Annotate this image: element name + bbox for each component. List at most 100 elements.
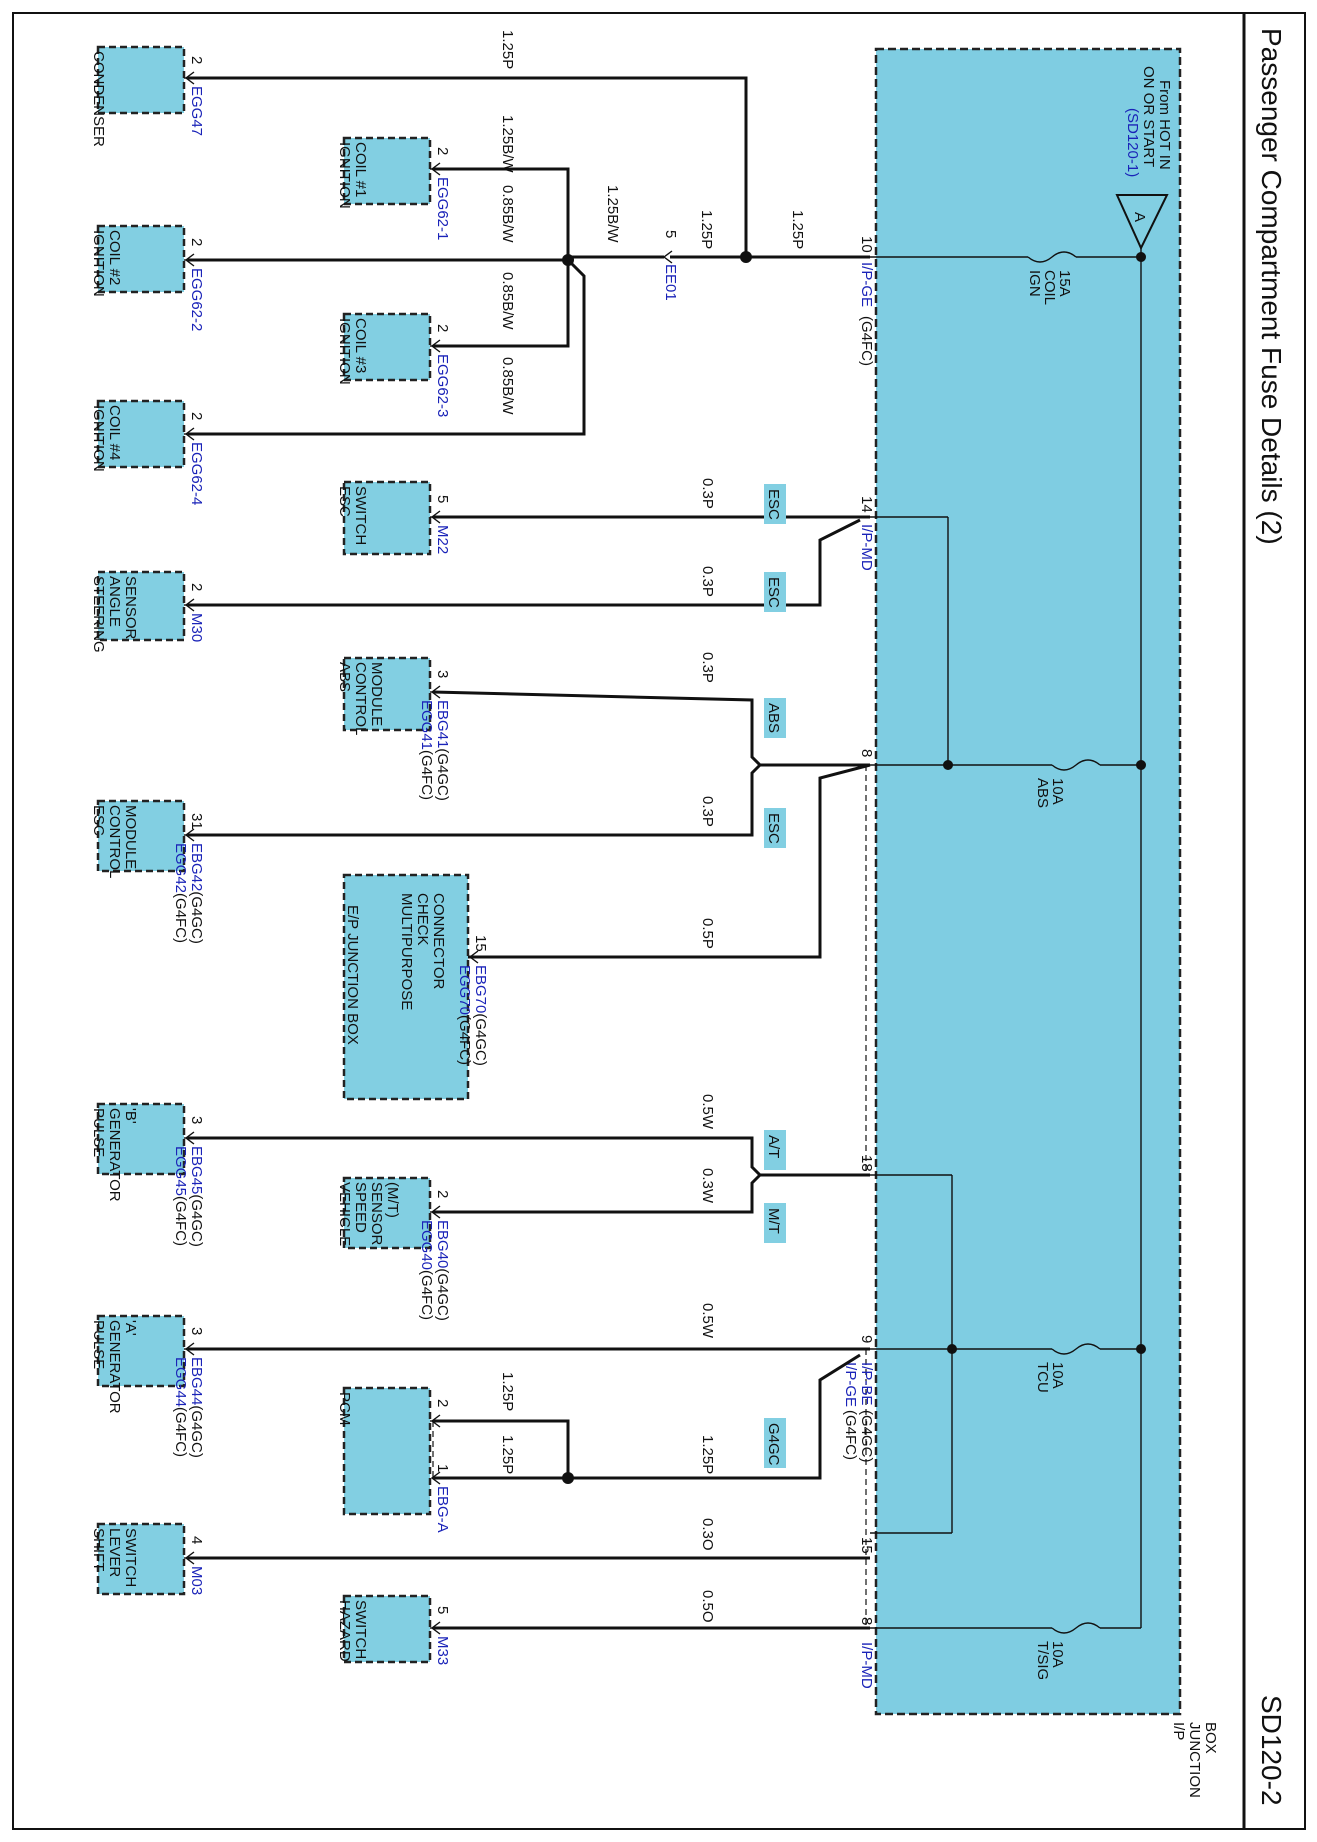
option-tag-bg: [764, 572, 786, 612]
component-name: IGNITIONCOIL #2: [90, 230, 123, 297]
component-name: PULSEGENERATOR'A': [90, 1320, 139, 1414]
option-tag: ESC: [765, 489, 782, 520]
option-tag-bg: [764, 1203, 786, 1243]
component-name: CONDENSER: [90, 51, 107, 147]
component-name: STEERINGANGLESENSOR: [90, 576, 139, 653]
connector-code: EBG40(G4GC): [434, 1220, 451, 1321]
component-box: [96, 45, 186, 115]
power-source: A From HOT IN ON OR START (SD120-1): [1115, 66, 1173, 1628]
svg-text:1.25P: 1.25P: [699, 1435, 716, 1474]
pin-number: 15: [472, 935, 489, 952]
connector-code: EBG70(G4GC): [472, 965, 489, 1066]
option-tag: ESC: [765, 577, 782, 608]
option-tag: ABS: [765, 703, 782, 733]
option-tag: M/T: [765, 1208, 782, 1234]
svg-text:1.25B/W: 1.25B/W: [499, 115, 516, 173]
component-name: ESCCONTROLMODULE: [90, 805, 139, 878]
internal-ties: [865, 516, 957, 1628]
connector-code: EBG42(G4GC): [188, 843, 205, 944]
svg-text:I/P-MD: I/P-MD: [858, 1642, 875, 1689]
component-name: ESCSWITCH: [336, 486, 369, 545]
connector-code: EGG62-1: [434, 177, 451, 240]
svg-text:0.85B/W: 0.85B/W: [499, 272, 516, 330]
option-tag-bg: [764, 698, 786, 738]
pin-number: 1: [434, 1464, 451, 1472]
fuse-label-ign_coil: IGNCOIL15A: [1026, 270, 1073, 305]
component-box: [342, 1386, 432, 1516]
junction-box-label-text: I/PJUNCTIONBOX: [1170, 1722, 1219, 1798]
component-box: [96, 1102, 186, 1176]
svg-text:0.5O: 0.5O: [699, 1590, 716, 1623]
component-box: [96, 399, 186, 469]
svg-text:18: 18: [858, 1155, 875, 1172]
connector-code-2: EGG41(G4FC): [418, 700, 435, 800]
power-marker: A: [1131, 212, 1148, 222]
svg-text:0.85B/W: 0.85B/W: [499, 357, 516, 415]
svg-text:0.3W: 0.3W: [699, 1168, 716, 1204]
component-box: [342, 136, 432, 206]
connector-code-2: EGG44(G4FC): [172, 1357, 189, 1457]
connector-code-2: EGG70(G4FC): [456, 965, 473, 1065]
fuse-ign-coil: IGNCOIL15A: [870, 251, 1100, 305]
svg-text:1.25P: 1.25P: [499, 1372, 516, 1411]
component-name: IGNITIONCOIL #3: [336, 318, 369, 385]
connector-code: EGG62-3: [434, 354, 451, 417]
component-box: [342, 873, 470, 1101]
pin-number: 2: [434, 147, 451, 155]
power-source-triangle: [1115, 194, 1169, 251]
pin-number: 3: [188, 1116, 205, 1124]
component-box: [96, 799, 186, 873]
component-box: [342, 312, 432, 382]
component-vss: 2EBG40(G4GC)EGG40(G4FC)VEHICLESPEEDSENSO…: [336, 1176, 451, 1321]
pin-number: 2: [434, 1190, 451, 1198]
connector-code-2: EGG45(G4FC): [172, 1146, 189, 1246]
svg-text:8: 8: [858, 1617, 875, 1625]
component-box: [96, 1522, 186, 1596]
svg-text:9: 9: [858, 1335, 875, 1343]
svg-text:14: 14: [858, 496, 875, 513]
wires: [188, 76, 871, 1630]
wire-labels: 1.25P 1.25B/W 0.85B/W 0.85B/W 0.85B/W 1.…: [499, 30, 806, 1623]
svg-text:0.3P: 0.3P: [699, 796, 716, 827]
option-tag: ESC: [765, 813, 782, 844]
connector-code: EGG62-2: [188, 268, 205, 331]
svg-text:1.25P: 1.25P: [499, 1435, 516, 1474]
component-box: [342, 1594, 432, 1664]
page-code: SD120-2: [1256, 1695, 1287, 1806]
page-frame: [12, 12, 1306, 1830]
fuse-abs: ABS10A: [870, 759, 1101, 808]
component-name: ABSCONTROLMODULE: [336, 662, 385, 735]
jb-pins: 10 I/P-GE (G4FC) 14 I/P-MD 8 18 9 I/P-BE…: [842, 236, 875, 1689]
svg-text:0.3P: 0.3P: [699, 566, 716, 597]
svg-text:1.25P: 1.25P: [499, 30, 516, 69]
pin-number: 4: [188, 1536, 205, 1544]
svg-text:EE01: EE01: [662, 264, 679, 301]
power-source-ref: (SD120-1): [1124, 108, 1141, 177]
svg-text:1.25P: 1.25P: [789, 210, 806, 249]
svg-text:0.5W: 0.5W: [699, 1094, 716, 1130]
svg-text:(G4FC): (G4FC): [842, 1410, 859, 1460]
component-box: [342, 480, 432, 556]
pin-number: 31: [188, 813, 205, 830]
junction-box: [874, 47, 1182, 1716]
svg-text:0.5P: 0.5P: [699, 918, 716, 949]
option-tag-bg: [764, 808, 786, 848]
component-name: MULTIPURPOSECHECKCONNECTOR: [398, 893, 447, 1010]
svg-text:0.3O: 0.3O: [699, 1518, 716, 1551]
pin-number: 5: [434, 1606, 451, 1614]
option-tag-bg: [764, 484, 786, 524]
